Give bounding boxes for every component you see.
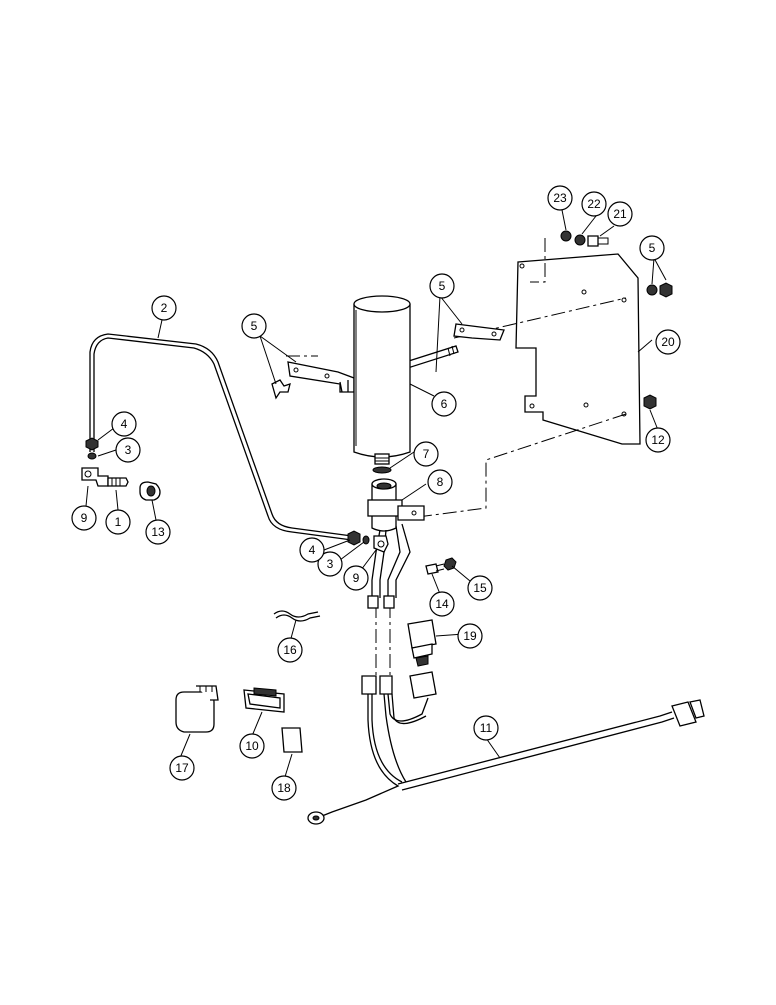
- callout-3: 3: [317, 551, 343, 577]
- wire-clip: [273, 610, 321, 622]
- svg-text:2: 2: [161, 301, 168, 315]
- callout-5: 5: [241, 313, 267, 339]
- svg-text:11: 11: [480, 721, 493, 735]
- wiring-harness: [307, 671, 705, 825]
- svg-text:16: 16: [283, 643, 297, 657]
- svg-text:13: 13: [151, 525, 165, 539]
- callout-10: 10: [239, 733, 265, 759]
- callout-5: 5: [429, 273, 455, 299]
- rocker-switch: [243, 687, 285, 713]
- callout-5: 5: [639, 235, 665, 261]
- svg-text:4: 4: [309, 543, 316, 557]
- callout-12: 12: [645, 427, 671, 453]
- svg-text:9: 9: [353, 571, 360, 585]
- svg-text:15: 15: [473, 581, 487, 595]
- callout-16: 16: [277, 637, 303, 663]
- filter-head: [367, 478, 425, 609]
- callout-1: 1: [105, 509, 131, 535]
- callout-15: 15: [467, 575, 493, 601]
- svg-text:21: 21: [613, 207, 627, 221]
- svg-text:5: 5: [649, 241, 656, 255]
- callout-4: 4: [111, 411, 137, 437]
- o-ring: [372, 466, 392, 474]
- callout-17: 17: [169, 755, 195, 781]
- callout-23: 23: [547, 185, 573, 211]
- plate-hardware: [560, 230, 673, 410]
- svg-text:5: 5: [251, 319, 258, 333]
- svg-text:22: 22: [587, 197, 601, 211]
- callout-20: 20: [655, 329, 681, 355]
- svg-text:4: 4: [121, 417, 128, 431]
- callout-3: 3: [115, 437, 141, 463]
- svg-text:5: 5: [439, 279, 446, 293]
- callouts: 1 2 3 3 4 4 5 5 5 6 7 8 9 9 10 11 12 13 …: [71, 185, 681, 801]
- callout-9: 9: [71, 505, 97, 531]
- callout-22: 22: [581, 191, 607, 217]
- left-fittings: [81, 437, 161, 501]
- callout-8: 8: [427, 469, 453, 495]
- svg-text:9: 9: [81, 511, 88, 525]
- screw-and-nut: [425, 557, 457, 575]
- svg-text:17: 17: [175, 761, 189, 775]
- callout-6: 6: [431, 391, 457, 417]
- svg-text:10: 10: [245, 739, 259, 753]
- svg-text:19: 19: [463, 629, 477, 643]
- callout-21: 21: [607, 201, 633, 227]
- svg-text:12: 12: [651, 433, 665, 447]
- relay: [175, 685, 219, 733]
- filter-canister: [353, 295, 411, 465]
- decal: [281, 727, 303, 753]
- callout-14: 14: [429, 591, 455, 617]
- svg-text:20: 20: [661, 335, 675, 349]
- callout-2: 2: [151, 295, 177, 321]
- svg-text:18: 18: [277, 781, 291, 795]
- svg-text:3: 3: [327, 557, 334, 571]
- svg-text:7: 7: [423, 447, 430, 461]
- callout-13: 13: [145, 519, 171, 545]
- svg-text:14: 14: [435, 597, 449, 611]
- svg-text:3: 3: [125, 443, 132, 457]
- svg-text:8: 8: [437, 475, 444, 489]
- callout-11: 11: [473, 715, 499, 741]
- callout-18: 18: [271, 775, 297, 801]
- fuel-line: [89, 333, 353, 541]
- callout-19: 19: [457, 623, 483, 649]
- svg-text:1: 1: [115, 515, 122, 529]
- callout-7: 7: [413, 441, 439, 467]
- svg-text:6: 6: [441, 397, 448, 411]
- sensor: [407, 619, 437, 667]
- callout-4: 4: [299, 537, 325, 563]
- right-fittings: [347, 530, 389, 553]
- svg-text:23: 23: [553, 191, 567, 205]
- callout-9: 9: [343, 565, 369, 591]
